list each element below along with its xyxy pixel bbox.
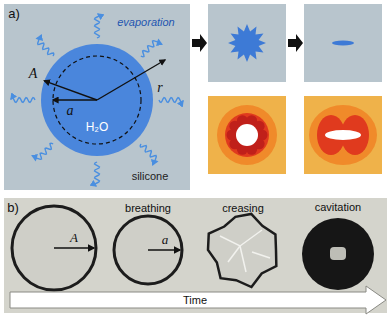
- photo-strip: [4, 198, 387, 313]
- evaporation-arrow: [159, 98, 183, 103]
- droplet-void: [325, 130, 361, 140]
- silicone-panel: [208, 4, 286, 82]
- droplet-void: [236, 124, 258, 146]
- evaporation-arrow: [140, 144, 157, 162]
- silicone-panel: [304, 4, 382, 82]
- evaporation-arrow: [95, 14, 100, 38]
- evaporation-arrow: [37, 38, 54, 56]
- droplet-fill: [41, 44, 153, 156]
- water-droplet: H₂O: [41, 44, 153, 156]
- silicone-matrix: H₂O silicone: [4, 4, 190, 190]
- radius-symbol: A: [70, 231, 78, 246]
- radius-symbol: A: [29, 66, 38, 82]
- panel-letter: a): [8, 7, 20, 22]
- droplet-photo: [114, 216, 182, 284]
- time-arrow: [10, 286, 386, 314]
- stress-contour: [225, 113, 269, 157]
- evaporation-arrow: [95, 162, 100, 186]
- stage-label: cavitation: [315, 201, 361, 214]
- evaporation-arrow: [141, 40, 159, 57]
- stress-map-panel: [208, 96, 286, 174]
- radius-arrow: [53, 99, 97, 100]
- radius-arrow: [54, 247, 94, 249]
- creased-droplet: [228, 24, 266, 62]
- crease-line: [220, 230, 262, 246]
- step-arrow: [192, 34, 207, 52]
- radius-arrow: [97, 60, 165, 100]
- stage-label: creasing: [222, 202, 264, 215]
- crease-line: [240, 246, 246, 272]
- axis-label: Time: [183, 294, 207, 307]
- stage-label: breathing: [125, 202, 171, 215]
- node-label: silicone: [132, 170, 169, 183]
- crease-line: [228, 246, 240, 262]
- radius-symbol: r: [157, 80, 162, 96]
- droplet-outline: [41, 44, 153, 156]
- evaporation-arrow: [11, 98, 35, 103]
- radius-arrow: [44, 81, 97, 100]
- current-radius-circle: [53, 56, 141, 144]
- creased-photo: [208, 214, 276, 287]
- collapsed-droplet: [332, 41, 354, 46]
- node-label: H₂O: [86, 121, 109, 135]
- cavity-photo: [302, 218, 374, 290]
- radius-arrow: [148, 249, 180, 251]
- step-arrow: [288, 34, 303, 52]
- stress-contour: [217, 105, 277, 165]
- process-label: evaporation: [117, 16, 175, 29]
- evaporation-arrow: [35, 143, 53, 160]
- radius-symbol: a: [162, 233, 169, 248]
- panel-letter: b): [7, 201, 19, 216]
- droplet-photo: [12, 206, 96, 290]
- crease-line: [252, 252, 270, 258]
- cavity-bubble: [330, 247, 346, 260]
- stress-map-panel: [304, 96, 382, 174]
- stress-contour: [309, 105, 377, 165]
- radius-symbol: a: [67, 103, 74, 119]
